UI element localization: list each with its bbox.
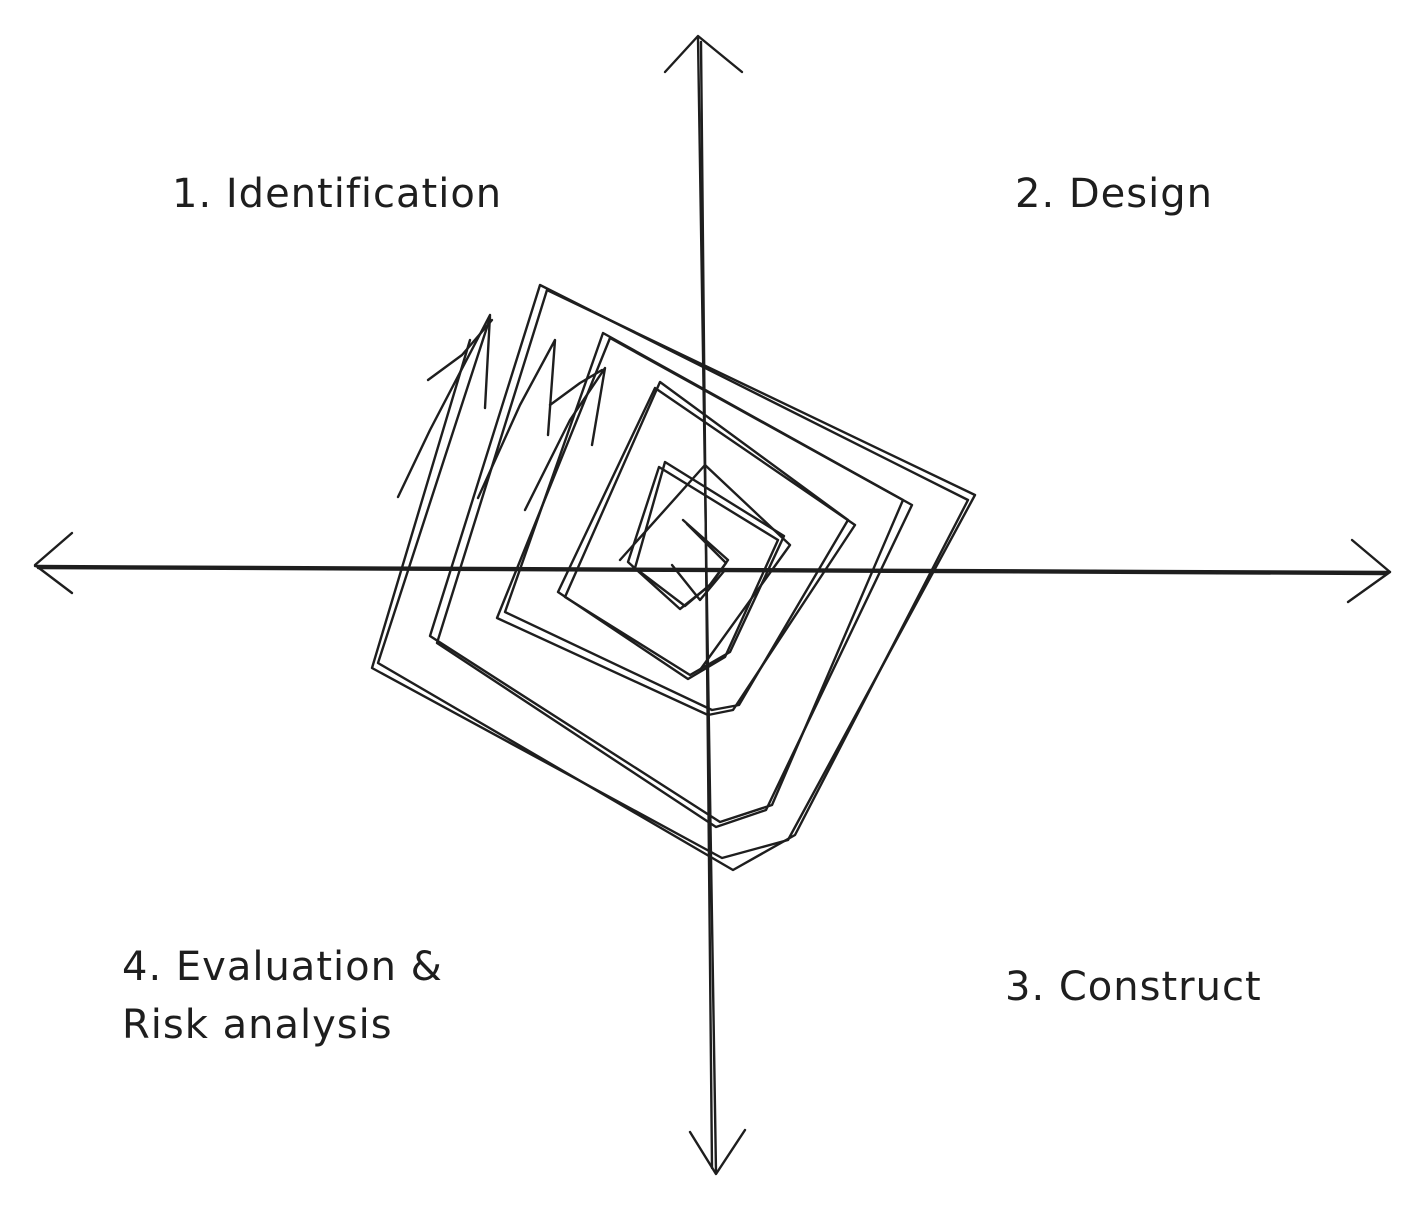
- vertical-axis: [663, 34, 747, 1176]
- quadrant-label-evaluation-line2: Risk analysis: [122, 1002, 393, 1048]
- quadrant-label-identification: 1. Identification: [172, 171, 503, 217]
- bottom-arrowhead-icon: [688, 1128, 747, 1176]
- top-arrowhead-icon: [663, 34, 744, 74]
- left-arrowhead-icon: [33, 531, 74, 595]
- quadrant-label-construct: 3. Construct: [1005, 964, 1262, 1010]
- spiral-path: [370, 283, 977, 872]
- quadrant-label-design: 2. Design: [1015, 171, 1213, 217]
- quadrant-label-evaluation: 4. Evaluation & Risk analysis: [122, 938, 443, 1054]
- horizontal-axis: [33, 531, 1392, 604]
- quadrant-label-evaluation-line1: 4. Evaluation &: [122, 944, 443, 990]
- right-arrowhead-icon: [1346, 538, 1392, 604]
